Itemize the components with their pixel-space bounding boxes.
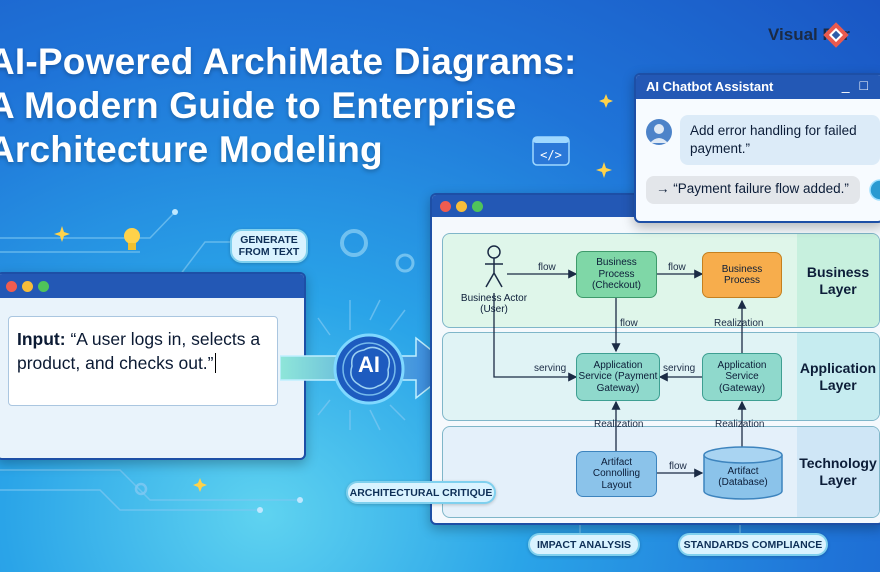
- application-layer-label: Application Layer: [797, 333, 879, 420]
- edge-label-flow-2: flow: [668, 262, 686, 273]
- code-icon: </>: [532, 136, 570, 166]
- svg-text:</>: </>: [540, 148, 562, 162]
- window-controls-icon[interactable]: _□: [841, 77, 878, 93]
- diagram-maximize-dot-icon[interactable]: [472, 201, 483, 212]
- user-message-bubble: Add error handling for failed payment.”: [680, 115, 880, 165]
- business-process-checkout-node[interactable]: Business Process (Checkout): [576, 251, 657, 298]
- chatbot-titlebar: AI Chatbot Assistant _□: [636, 75, 880, 99]
- business-layer-label: Business Layer: [797, 234, 879, 327]
- generate-line-1: GENERATE: [240, 234, 298, 246]
- title-line-1: AI-Powered ArchiMate Diagrams:: [0, 41, 577, 82]
- input-value: “A user logs in, selects a product, and …: [17, 329, 261, 373]
- title-line-2: A Modern Guide to Enterprise: [0, 85, 517, 126]
- bot-avatar-icon: [869, 179, 880, 201]
- standards-compliance-pill: STANDARDS COMPLIANCE: [678, 533, 828, 556]
- architectural-critique-pill: ARCHITECTURAL CRITIQUE: [346, 481, 496, 504]
- business-process-node[interactable]: Business Process: [702, 252, 782, 298]
- input-window: Input: “A user logs in, selects a produc…: [0, 272, 306, 460]
- chatbot-title: AI Chatbot Assistant: [646, 79, 774, 94]
- diagram-edges: [493, 269, 747, 478]
- close-dot-icon[interactable]: [6, 281, 17, 292]
- application-service-payment-node[interactable]: Application Service (Payment Gateway): [576, 353, 660, 401]
- technology-layer-label: Technology Layer: [797, 427, 879, 517]
- edge-label-realization-1: Realization: [714, 318, 764, 329]
- chatbot-window: AI Chatbot Assistant _□ Add error handli…: [634, 73, 880, 223]
- impact-analysis-pill: IMPACT ANALYSIS: [528, 533, 640, 556]
- edge-label-serving-1: serving: [534, 363, 567, 374]
- technology-layer-band: Technology Layer: [442, 426, 880, 518]
- minimize-dot-icon[interactable]: [22, 281, 33, 292]
- diamond-logo-icon: [823, 22, 849, 48]
- generate-line-2: FROM TEXT: [238, 246, 300, 258]
- edge-label-realization-3: Realization: [715, 419, 765, 430]
- page-title: AI-Powered ArchiMate Diagrams: A Modern …: [0, 40, 598, 172]
- brain-icon: [333, 333, 405, 405]
- database-cylinder-icon: [703, 446, 783, 500]
- bot-message-bubble: → “Payment failure flow added.”: [646, 176, 860, 204]
- input-label: Input:: [17, 329, 66, 349]
- diagram-window: Business Layer Application Layer Technol…: [430, 193, 880, 525]
- business-layer-band: Business Layer: [442, 233, 880, 328]
- maximize-dot-icon[interactable]: [38, 281, 49, 292]
- ai-badge-label: AI: [358, 352, 380, 377]
- input-window-titlebar: [0, 274, 304, 298]
- edge-label-serving-2: serving: [663, 363, 696, 374]
- application-service-gateway-node[interactable]: Application Service (Gateway): [702, 353, 782, 401]
- edge-label-flow-1: flow: [538, 262, 556, 273]
- business-actor-icon: [485, 245, 503, 288]
- edge-label-flow-3: flow: [620, 318, 638, 329]
- business-actor-node[interactable]: Business Actor (User): [460, 292, 528, 316]
- input-text-field[interactable]: Input: “A user logs in, selects a produc…: [8, 316, 278, 406]
- edge-label-flow-4: flow: [669, 461, 687, 472]
- artifact-database-node[interactable]: Artifact (Database): [718, 465, 768, 489]
- generate-from-text-pill: GENERATE FROM TEXT: [230, 229, 308, 263]
- title-line-3: Architecture Modeling: [0, 129, 383, 170]
- artifact-layout-node[interactable]: Artifact Connolling Layout: [576, 451, 657, 497]
- user-avatar-icon: [646, 119, 672, 145]
- diagram-close-dot-icon[interactable]: [440, 201, 451, 212]
- lightbulb-icon: [124, 228, 140, 250]
- diagram-minimize-dot-icon[interactable]: [456, 201, 467, 212]
- edge-label-realization-2: Realization: [594, 419, 644, 430]
